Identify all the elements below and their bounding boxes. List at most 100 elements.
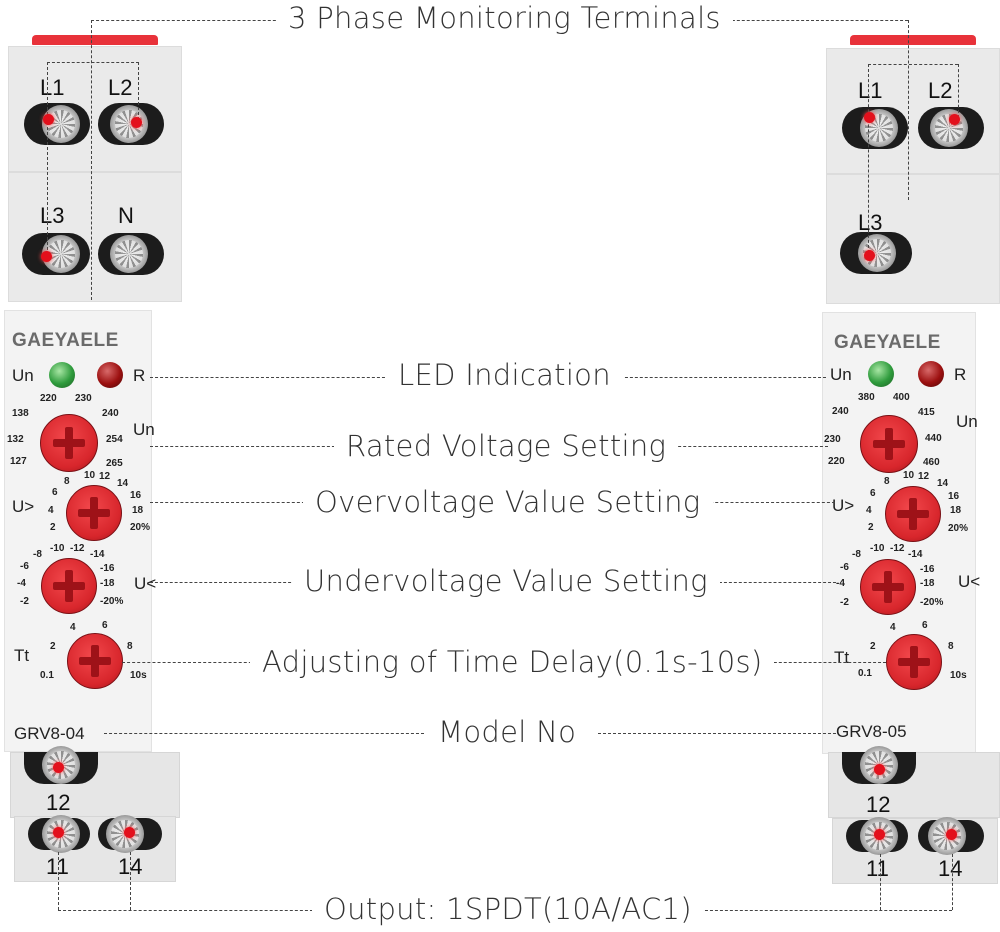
relay-led-icon <box>97 362 123 388</box>
dial-tick-label: -20% <box>100 596 124 607</box>
dial-tick-label: -6 <box>840 562 849 573</box>
left-time-label: Tt <box>14 646 30 665</box>
terminal-dot <box>53 827 64 838</box>
terminal-dot <box>874 764 885 775</box>
right-terminal-label-14: 14 <box>938 856 963 881</box>
rated-voltage-knob[interactable] <box>40 414 98 472</box>
callout-3-phase-terminals: 3 Phase Monitoring Terminals <box>276 1 733 35</box>
leader-line <box>150 502 310 503</box>
dial-tick-label: -14 <box>90 549 105 560</box>
rated-voltage-knob[interactable] <box>860 415 918 473</box>
left-terminal-label-l2: L2 <box>108 75 133 100</box>
left-terminal-label-11: 11 <box>46 854 69 879</box>
leader-line <box>58 910 318 911</box>
left-model-number: GRV8-04 <box>14 724 85 743</box>
callout-rated-voltage: Rated Voltage Setting <box>334 429 679 463</box>
screw-icon[interactable] <box>858 234 896 272</box>
dial-tick-label: 8 <box>127 641 133 652</box>
terminal-dot <box>43 114 54 125</box>
dial-tick-label: 380 <box>858 392 875 403</box>
leader-line <box>700 502 835 503</box>
leader-line <box>122 662 262 663</box>
terminal-dot <box>874 829 885 840</box>
dial-tick-label: 220 <box>828 456 845 467</box>
leader-line <box>714 582 836 583</box>
dial-tick-label: -2 <box>20 596 29 607</box>
dial-tick-label: 20% <box>948 523 969 534</box>
callout-time-delay: Adjusting of Time Delay(0.1s-10s) <box>250 645 775 679</box>
terminal-dot <box>131 117 142 128</box>
terminal-dot <box>949 114 960 125</box>
dial-tick-label: 18 <box>950 505 962 516</box>
terminal-dot <box>41 251 52 262</box>
dial-tick-label: -4 <box>836 578 845 589</box>
dial-tick-label: 4 <box>48 505 54 516</box>
right-terminal-label-l2: L2 <box>928 78 953 103</box>
dial-tick-label: 400 <box>893 392 910 403</box>
right-terminal-label-12: 12 <box>866 792 891 817</box>
left-led-label-un: Un <box>12 366 34 385</box>
right-led-label-r: R <box>954 365 967 384</box>
dial-tick-label: -14 <box>908 549 923 560</box>
leader-line <box>908 20 909 200</box>
dial-tick-label: -8 <box>852 549 861 560</box>
left-terminal-label-l1: L1 <box>40 75 65 100</box>
leader-line <box>47 62 48 260</box>
dial-tick-label: 4 <box>866 505 872 516</box>
leader-line <box>150 582 296 583</box>
leader-line <box>47 62 139 63</box>
power-led-icon <box>868 361 894 387</box>
right-led-label-un: Un <box>830 365 852 384</box>
dial-tick-label: 8 <box>64 476 70 487</box>
left-under-label: U< <box>134 574 157 593</box>
right-terminal-label-11: 11 <box>866 856 889 881</box>
undervoltage-knob[interactable] <box>41 558 97 614</box>
time-delay-knob[interactable] <box>886 634 942 690</box>
left-rated-label: Un <box>133 420 155 439</box>
dial-tick-label: 12 <box>99 471 111 482</box>
callout-overvoltage: Overvoltage Value Setting <box>303 485 713 519</box>
right-brand-logo: GAEYAELE <box>834 332 941 353</box>
time-delay-knob[interactable] <box>67 633 123 689</box>
dial-tick-label: 265 <box>106 458 123 469</box>
dial-tick-label: 240 <box>832 406 849 417</box>
dial-tick-label: 10s <box>950 670 967 681</box>
dial-tick-label: 2 <box>868 522 874 533</box>
screw-icon[interactable] <box>110 235 148 273</box>
screw-icon[interactable] <box>930 109 968 147</box>
callout-model-number: Model No <box>426 715 589 749</box>
dial-tick-label: 10 <box>903 470 915 481</box>
dial-tick-label: -6 <box>20 561 29 572</box>
dial-tick-label: -18 <box>920 578 935 589</box>
overvoltage-knob[interactable] <box>885 486 941 542</box>
left-slot-l2 <box>98 103 164 145</box>
callout-output: Output: 1SPDT(10A/AC1) <box>312 892 704 926</box>
dial-tick-label: 2 <box>870 641 876 652</box>
leader-line <box>668 446 828 447</box>
dial-tick-label: 127 <box>10 456 27 467</box>
dial-tick-label: 6 <box>52 487 58 498</box>
dial-tick-label: 2 <box>50 522 56 533</box>
right-slot-l2 <box>918 107 984 149</box>
dial-tick-label: -12 <box>70 543 85 554</box>
leader-line <box>952 854 953 910</box>
dial-tick-label: 0.1 <box>858 668 872 679</box>
overvoltage-knob[interactable] <box>66 485 122 541</box>
dial-tick-label: 4 <box>890 622 896 633</box>
right-model-number: GRV8-05 <box>836 722 907 741</box>
left-rail-cap <box>32 35 158 45</box>
right-under-label: U< <box>958 572 981 591</box>
left-over-label: U> <box>12 497 35 516</box>
dial-tick-label: 16 <box>948 491 960 502</box>
dial-tick-label: -16 <box>920 564 935 575</box>
terminal-dot <box>864 250 875 261</box>
leader-line <box>880 854 881 910</box>
screw-icon[interactable] <box>110 105 148 143</box>
dial-tick-label: -4 <box>17 578 26 589</box>
leader-line <box>700 910 952 911</box>
left-slot-11 <box>28 815 90 853</box>
terminal-dot <box>53 762 64 773</box>
undervoltage-knob[interactable] <box>860 559 916 615</box>
right-slot-l3 <box>840 232 912 274</box>
leader-line <box>620 377 826 378</box>
